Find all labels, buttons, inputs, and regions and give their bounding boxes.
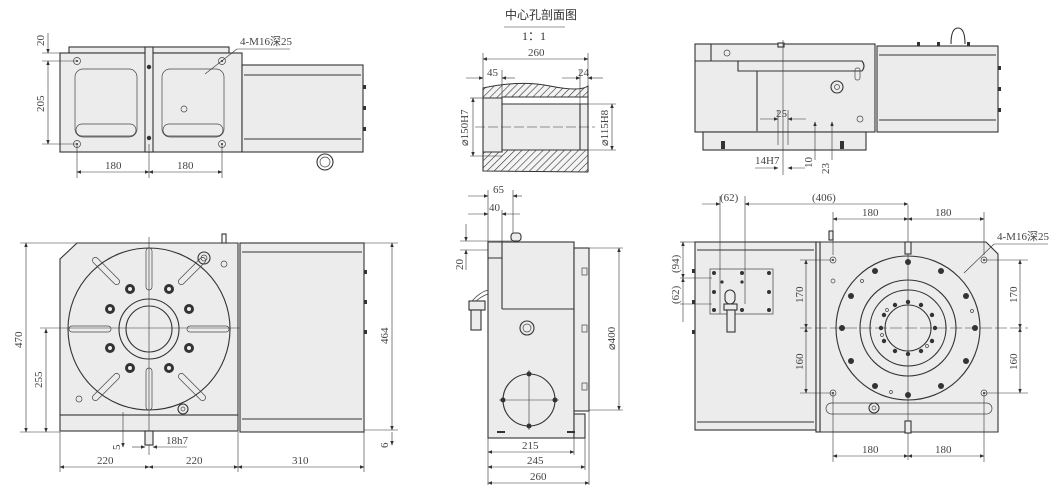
dim-180-top-left: 180 [862,207,879,219]
dim-180-top-right: 180 [935,207,952,219]
outer-bolt-circle [839,259,978,398]
dim-62-left: (62) [670,285,682,304]
dim-170-right: 170 [1008,286,1020,303]
dim-220-right: 220 [186,455,203,467]
dim-5: 5 [111,444,123,450]
dim-23: 23 [820,163,832,175]
top-plan-view: 20 205 180 180 4-M16深25 [35,33,366,178]
dim-65: 65 [493,184,505,196]
dim-180-left: 180 [105,160,122,172]
dim-220-left: 220 [97,455,114,467]
dim-18h7: 18h7 [166,435,189,447]
dim-400: ⌀400 [606,326,618,350]
dim-180-bottom-right: 180 [935,444,952,456]
dim-260-side: 260 [530,471,547,483]
dim-20-side: 20 [454,259,466,271]
dim-260: 260 [528,47,545,59]
inner-bolt-circle [878,299,938,357]
dim-180-right: 180 [177,160,194,172]
dim-24: 24 [578,67,590,79]
dim-6: 6 [379,442,391,448]
dim-10: 10 [803,157,815,169]
dim-62-top: (62) [720,192,739,204]
dim-205: 205 [35,95,47,112]
rear-view: (62) (406) 180 180 (94) (62) 170 160 170… [670,192,1049,462]
dim-170-left: 170 [794,286,806,303]
dim-470: 470 [13,331,25,348]
dim-94: (94) [670,254,682,273]
dim-160-right: 160 [1008,353,1020,370]
dim-14h7: 14H7 [755,155,780,167]
dim-25-slot: 25 [776,108,788,120]
dim-245: 245 [527,455,544,467]
dim-top-20: 20 [35,35,47,47]
bolt-holes [105,284,194,373]
section-title: 中心孔剖面图 [505,7,577,22]
dim-bore-150: ⌀150H7 [459,109,471,146]
dim-310: 310 [292,455,309,467]
callout-m16-rear: 4-M16深25 [997,230,1049,243]
callout-m16: 4-M16深25 [240,35,292,48]
dim-45: 45 [487,67,499,79]
dim-bore-115: ⌀115H8 [599,109,611,146]
side-elevation-view: 25 14H7 10 23 [694,27,1001,175]
dim-40: 40 [489,202,501,214]
dim-180-bottom-left: 180 [862,444,879,456]
section-scale: 1：1 [522,29,546,43]
dim-215: 215 [522,440,539,452]
dim-464: 464 [379,327,391,344]
dim-255: 255 [33,371,45,388]
dim-406: (406) [812,192,836,204]
center-bore-section: 中心孔剖面图 1：1 260 45 24 ⌀150H7 ⌀115H8 [459,7,616,173]
dim-160-left: 160 [794,353,806,370]
end-view: 65 40 20 ⌀400 215 245 260 [454,184,623,485]
front-view: 470 255 464 6 5 18h7 220 220 310 [13,233,398,472]
